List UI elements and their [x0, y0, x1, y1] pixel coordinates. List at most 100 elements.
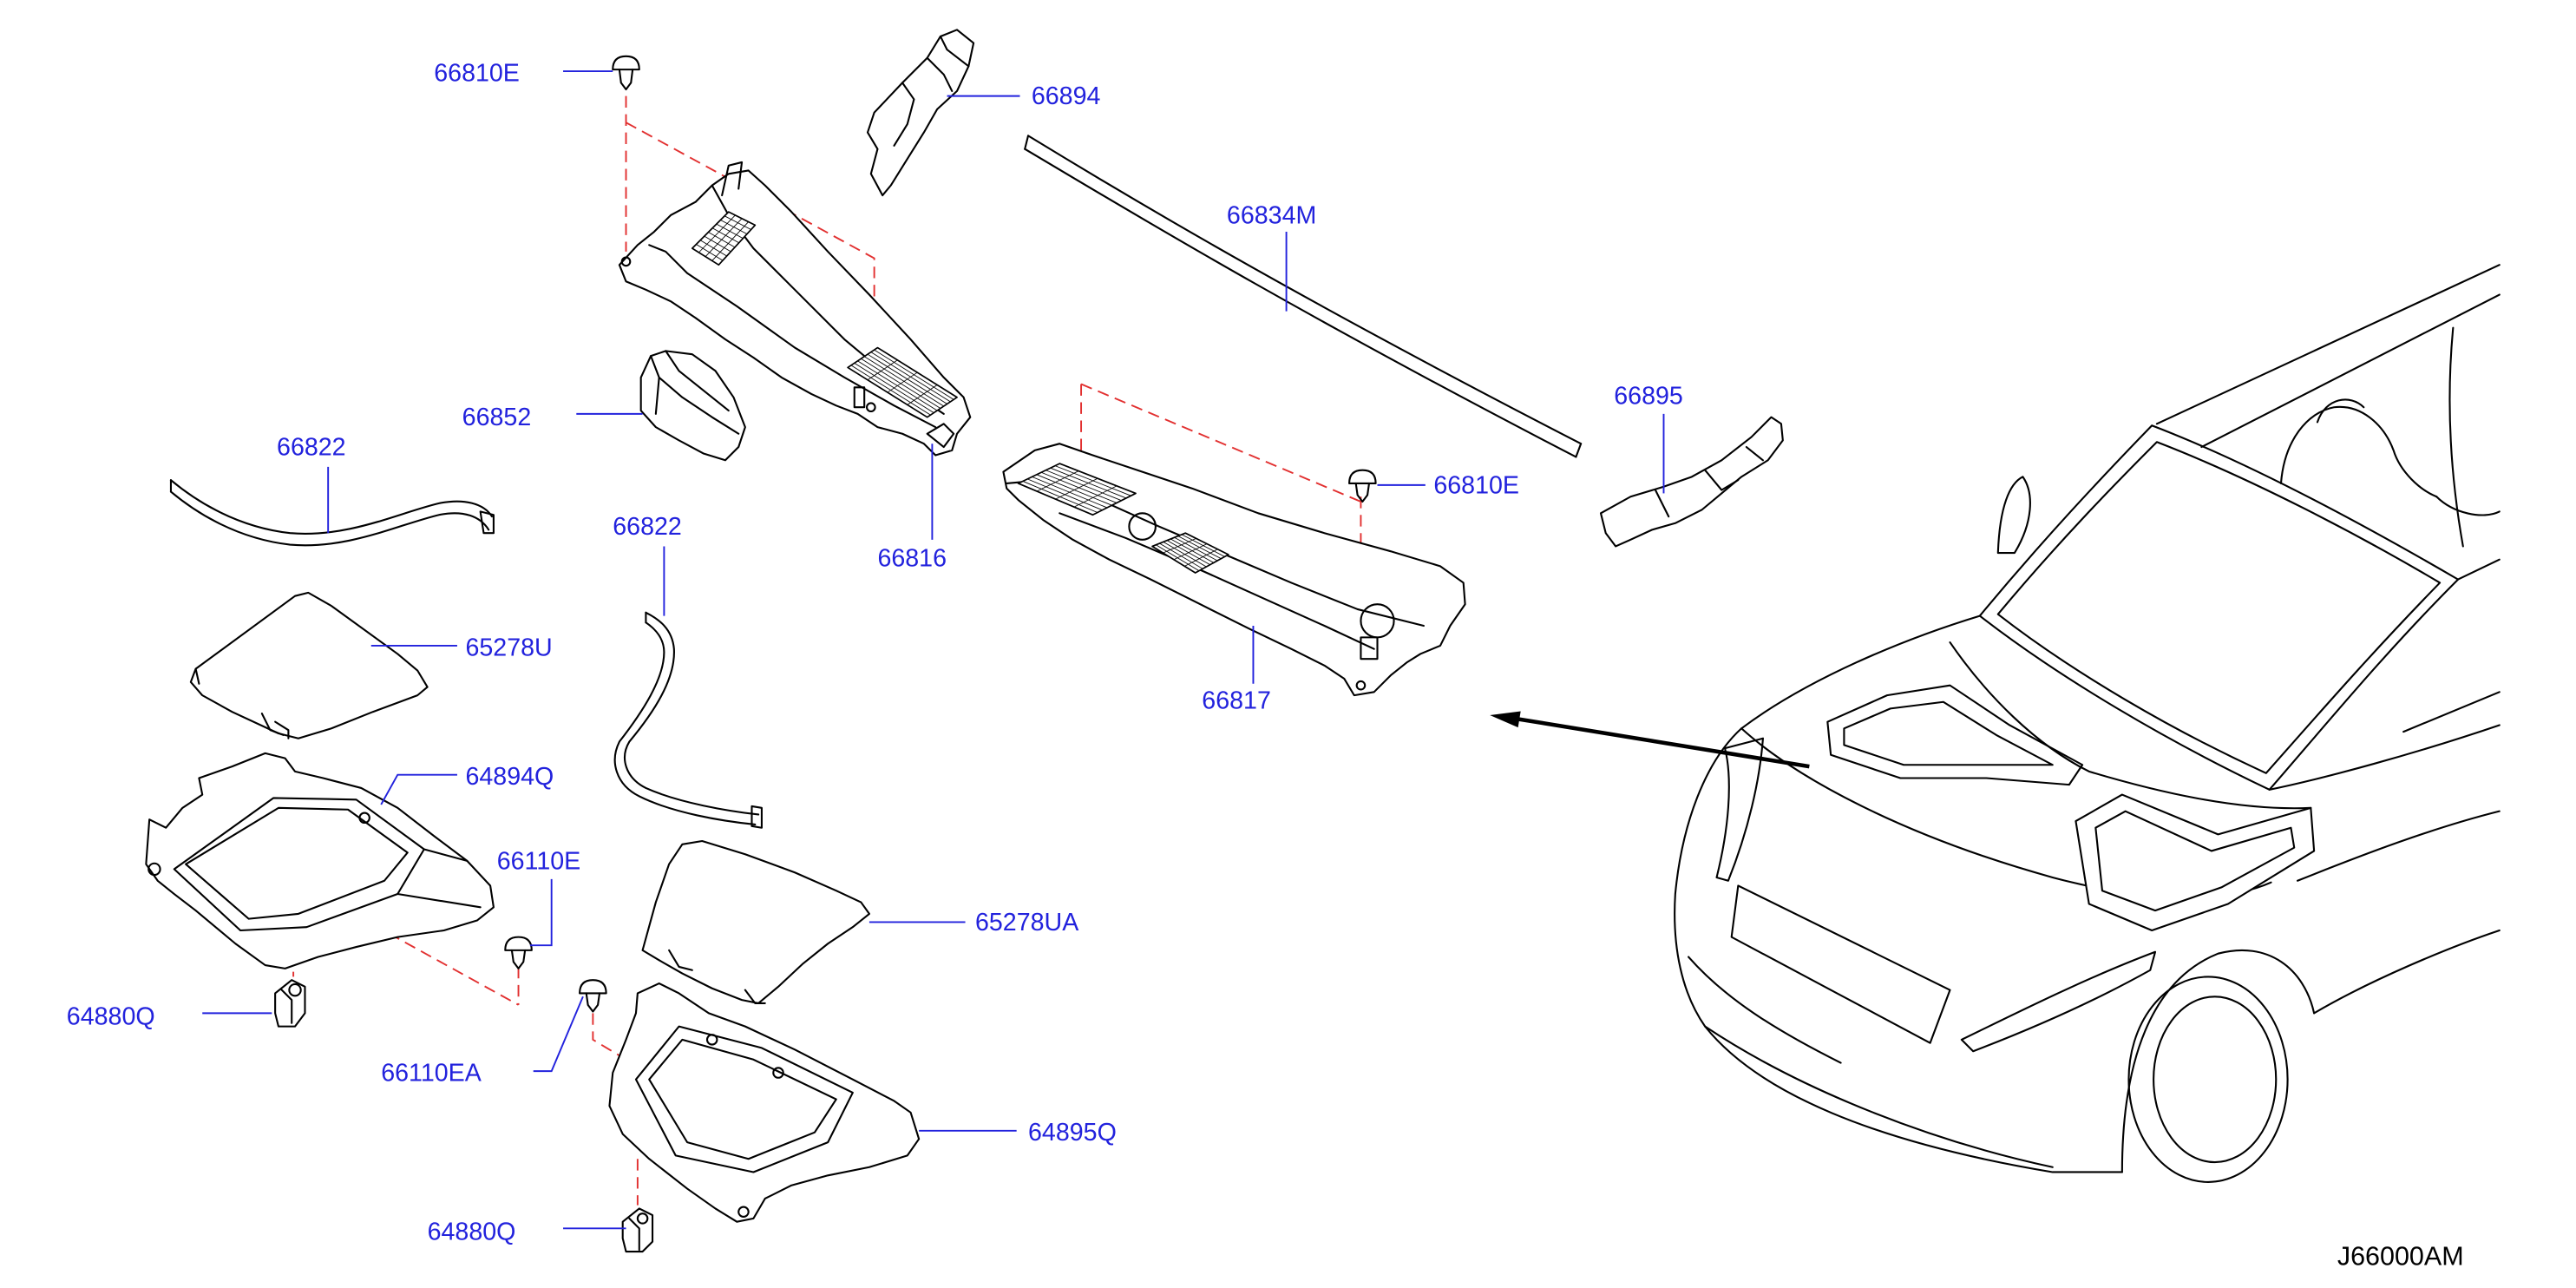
- mount-hole: [866, 402, 876, 413]
- cover-tab: [744, 989, 766, 1004]
- bracket-detail: [1654, 489, 1670, 518]
- arrow-shaft: [1514, 716, 1810, 769]
- seat-headrest: [2316, 398, 2365, 424]
- bracket-outline: [866, 29, 975, 197]
- cover-tab: [668, 949, 693, 971]
- seal-edge: [624, 611, 760, 816]
- bracket-detail: [628, 1217, 640, 1252]
- cowl-side-bracket-left: [866, 29, 975, 197]
- tray-rim: [173, 797, 425, 932]
- front-bumper-lower: [1704, 1025, 2054, 1168]
- seal-left: [169, 479, 495, 547]
- vehicle-outline: [1674, 264, 2501, 1183]
- cowl-ridge: [1059, 512, 1375, 650]
- part-number-label: 66894: [1032, 82, 1101, 110]
- seal-end: [1575, 443, 1583, 458]
- seal-center: [613, 611, 763, 829]
- air-duct: [639, 350, 746, 462]
- bracket-detail: [1745, 445, 1764, 462]
- part-number-callouts: 66810E 66894 66834M 66852 66822 66816 66…: [67, 59, 1683, 1245]
- bracket-detail: [926, 56, 954, 92]
- front-tire: [2127, 976, 2289, 1183]
- mesh-line: [711, 221, 749, 261]
- mesh-line: [1173, 543, 1208, 561]
- seal-end: [1024, 135, 1030, 150]
- tray-left: [145, 752, 495, 969]
- door-line: [2402, 691, 2501, 733]
- bracket-outline: [1599, 416, 1784, 548]
- cover-outline: [641, 839, 870, 1004]
- part-number-label: 66110EA: [381, 1060, 482, 1088]
- b-pillar-line: [2448, 326, 2464, 548]
- leader-lines: [202, 70, 1665, 1230]
- windshield-outer: [1978, 424, 2460, 791]
- bracket-hole: [288, 982, 302, 997]
- clip-top: [612, 55, 640, 91]
- installed-cowl-left: [1826, 684, 2084, 786]
- duct-outline: [639, 350, 746, 462]
- installed-tray: [2075, 793, 2316, 932]
- windshield-inner: [1996, 441, 2442, 774]
- part-number-label: 66816: [877, 544, 947, 572]
- part-number-label: 66822: [613, 513, 682, 541]
- a-pillar-line: [2457, 558, 2501, 581]
- cover-left: [189, 591, 429, 739]
- cowl-top-left: [618, 161, 972, 457]
- tray-outline: [608, 982, 921, 1223]
- direction-arrow: [1490, 711, 1810, 769]
- part-number-label: 64895Q: [1028, 1119, 1117, 1147]
- mesh-grid: [1022, 465, 1131, 513]
- duct-detail: [650, 355, 740, 435]
- cover-center: [641, 839, 870, 1004]
- bracket-outline: [621, 1207, 654, 1253]
- mesh-line: [1163, 538, 1196, 554]
- hood-left-edge: [1674, 614, 2123, 1173]
- cowl-outline: [1002, 443, 1466, 697]
- cover-tab: [274, 720, 290, 739]
- mesh-grid: [1156, 534, 1225, 572]
- headlight-right: [1960, 950, 2157, 1053]
- tray-opening: [185, 806, 409, 920]
- mesh-line: [1055, 477, 1098, 500]
- clip-head: [504, 936, 533, 951]
- duct-detail: [665, 350, 730, 412]
- tray-center: [608, 982, 921, 1223]
- installed-cowl-edge: [1949, 641, 2312, 810]
- duct-detail: [654, 376, 660, 415]
- part-number-label: 66834M: [1227, 202, 1316, 230]
- nozzle-hole: [1128, 512, 1157, 541]
- mesh-line: [1036, 470, 1079, 492]
- alignment-line: [1080, 383, 1361, 503]
- cowl-tab: [721, 161, 744, 197]
- part-number-label: 66895: [1614, 382, 1683, 410]
- mesh-line: [705, 218, 743, 257]
- rocker-line: [2313, 929, 2501, 1015]
- lower-intake: [1688, 956, 1842, 1064]
- seal-edge: [613, 621, 757, 825]
- end-clip: [926, 423, 955, 449]
- tray-rib: [423, 848, 469, 862]
- roof-inner-line: [2200, 293, 2501, 449]
- installed-tray-inner: [2094, 810, 2296, 912]
- installed-cowl-left-inner: [1843, 700, 2054, 766]
- leader-line: [529, 878, 553, 947]
- part-number-label: 66852: [462, 404, 532, 431]
- clip-stem: [1354, 482, 1371, 503]
- seal-edge: [1026, 135, 1583, 445]
- clip-stem: [618, 69, 634, 91]
- leader-line: [380, 773, 457, 805]
- mesh-line: [907, 384, 938, 405]
- part-number-label: 65278U: [465, 634, 552, 661]
- part-number-label: 65278UA: [975, 909, 1079, 936]
- mount-hole: [772, 1067, 784, 1079]
- mount-boss: [853, 386, 866, 409]
- roof-line: [2155, 264, 2501, 425]
- drawing-code: J66000AM: [2337, 1241, 2464, 1271]
- mount-hole: [358, 812, 370, 825]
- part-number-label: 66817: [1202, 687, 1271, 714]
- mesh-line: [867, 359, 898, 381]
- bracket-hole: [636, 1212, 649, 1225]
- cover-tab: [260, 713, 285, 736]
- vehicle-cowl-area: [1826, 641, 2316, 932]
